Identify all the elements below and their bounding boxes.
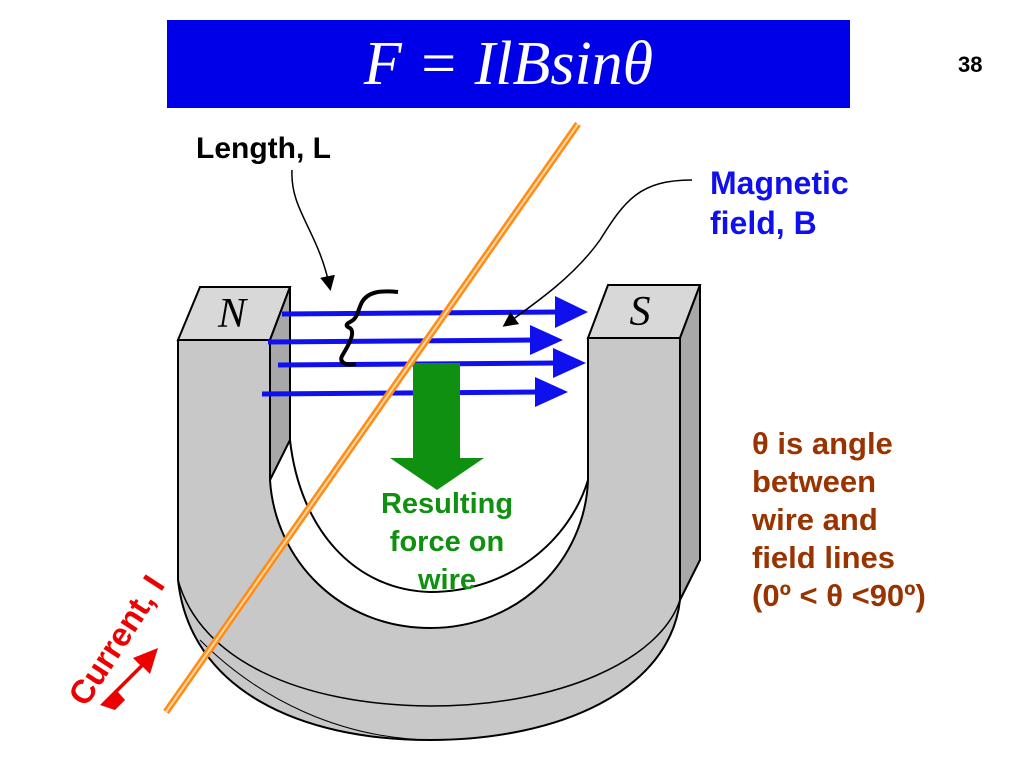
field-leader-line [502, 179, 693, 327]
formula-title: F = IlBsinθ [363, 30, 654, 98]
theta-note-line-3: wire and [752, 502, 878, 537]
theta-note-line-5: (0º < θ <90º) [752, 578, 926, 613]
theta-note-line-4: field lines [752, 540, 895, 575]
theta-note: θ is angle between wire and field lines … [752, 425, 926, 615]
length-label: Length, L [196, 132, 331, 165]
length-leader-line [291, 169, 335, 291]
title-banner: F = IlBsinθ [167, 20, 850, 108]
current-arrow-icon [100, 648, 158, 710]
north-pole-letter: N [217, 291, 248, 337]
force-line-3: wire [417, 564, 477, 596]
length-brace-icon [339, 289, 399, 367]
south-pole-letter: S [630, 289, 651, 335]
magnetic-field-line-2: field, B [710, 205, 817, 241]
force-arrow [390, 363, 484, 490]
theta-note-line-2: between [752, 464, 877, 499]
force-label: Resulting force on wire [352, 485, 542, 599]
magnetic-field-line-1: Magnetic [710, 165, 849, 201]
force-line-1: Resulting [380, 488, 514, 520]
magnetic-field-label: Magnetic field, B [710, 163, 849, 243]
page-number: 38 [958, 52, 983, 77]
theta-note-line-1: θ is angle [752, 426, 893, 461]
force-line-2: force on [389, 526, 505, 558]
